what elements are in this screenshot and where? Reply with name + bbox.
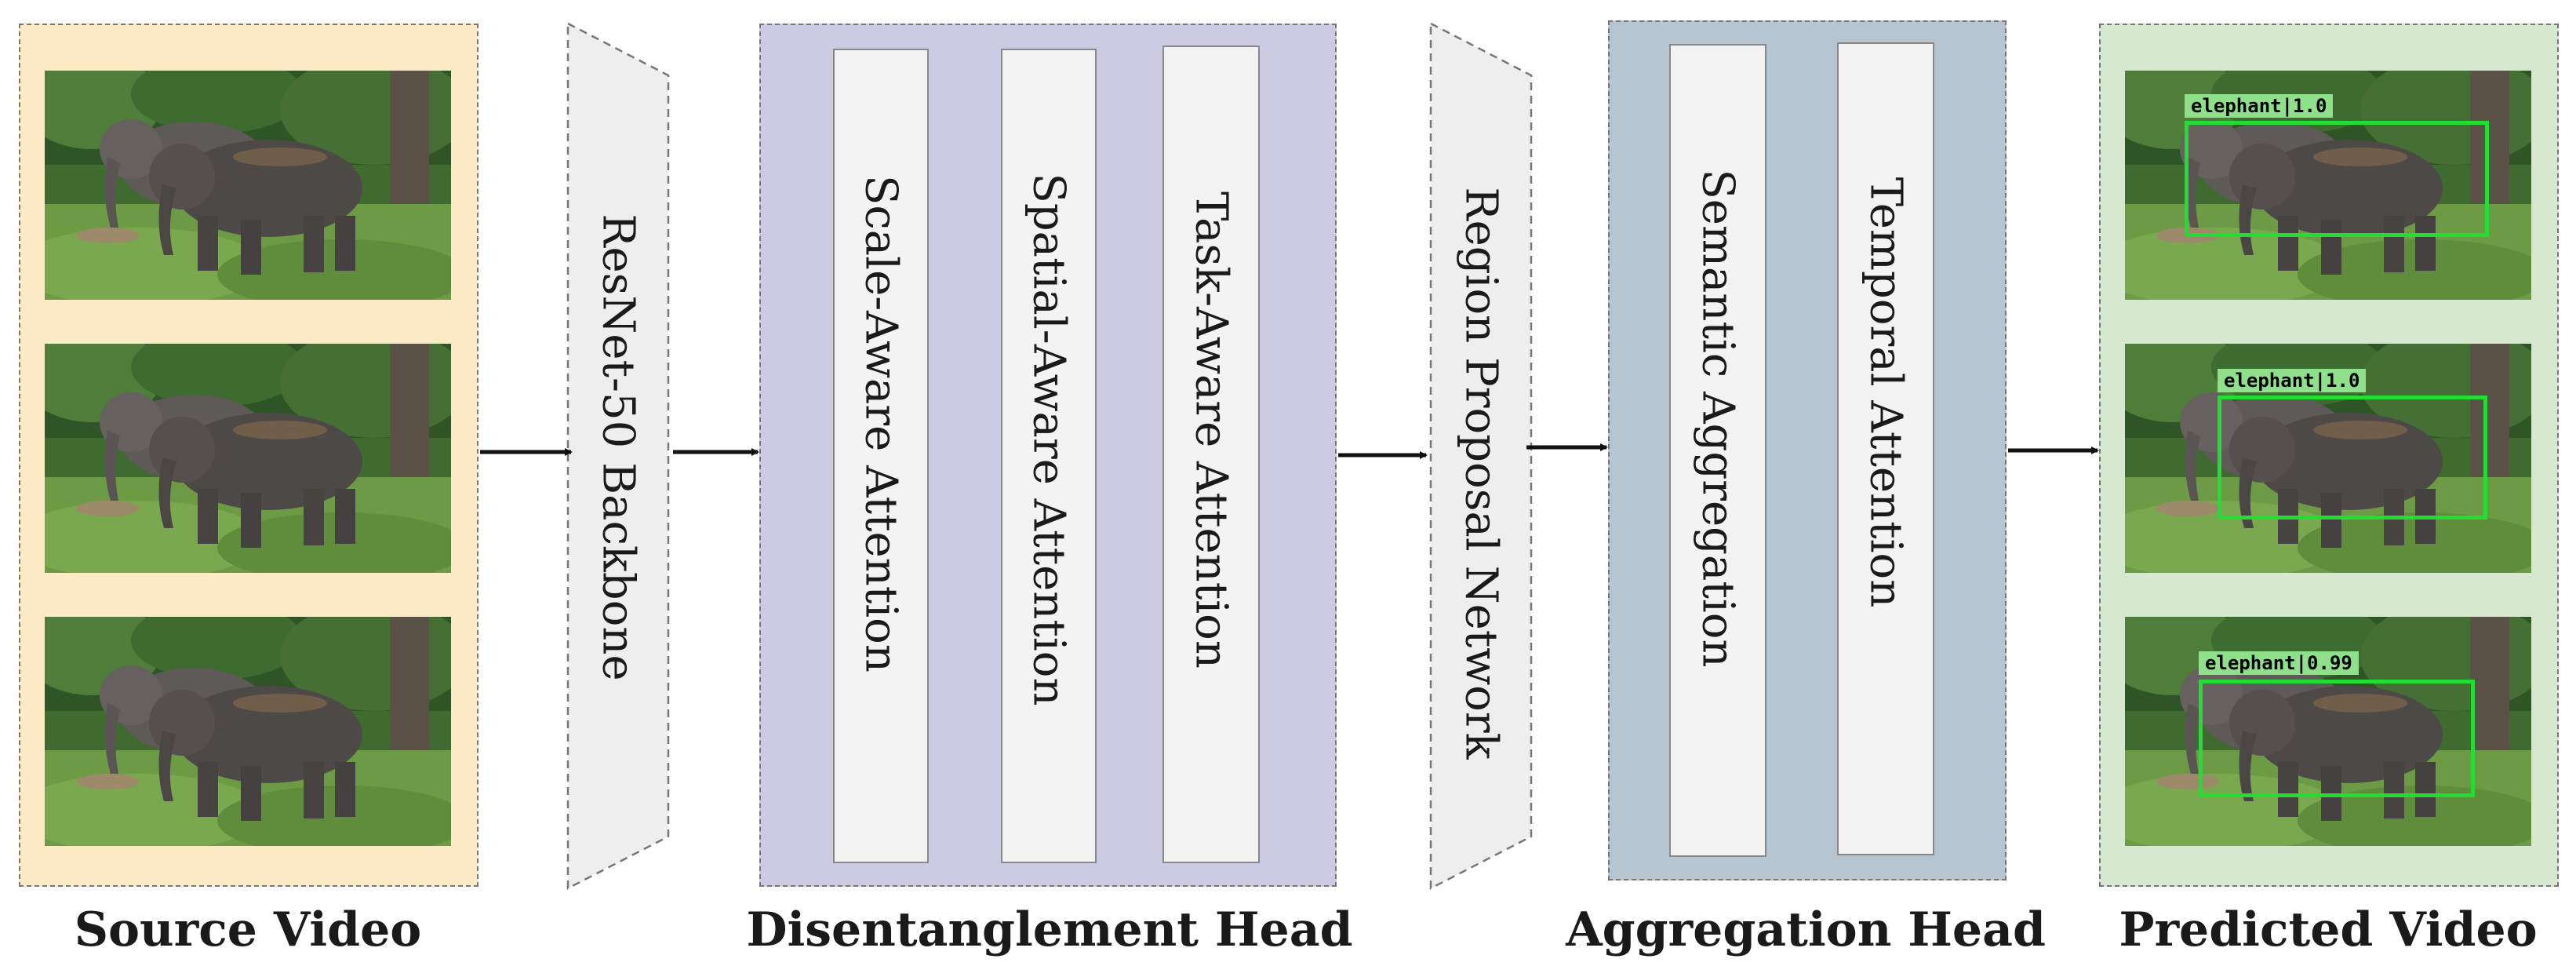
predicted-video-caption: Predicted Video xyxy=(2119,902,2538,957)
scale-aware-attention-block: Scale-Aware Attention xyxy=(833,49,929,863)
source-frame xyxy=(45,71,451,300)
source-video-panel xyxy=(19,24,478,887)
predicted-video-panel: elephant|1.0 elephant|1.0 elephant|0.99 xyxy=(2099,24,2559,887)
predicted-frame: elephant|1.0 xyxy=(2125,344,2531,573)
aggregation-head-panel: Semantic Aggregation Temporal Attention xyxy=(1608,20,2007,880)
detection-box xyxy=(2185,121,2489,237)
detection-label: elephant|0.99 xyxy=(2199,651,2359,675)
detection-box xyxy=(2199,680,2475,797)
aggregation-head-caption: Aggregation Head xyxy=(1566,902,2046,957)
temporal-attention-block: Temporal Attention xyxy=(1837,42,1934,855)
disentanglement-head-panel: Scale-Aware Attention Spatial-Aware Atte… xyxy=(759,24,1337,887)
source-video-caption: Source Video xyxy=(74,902,422,957)
detection-box xyxy=(2218,396,2487,519)
source-frame xyxy=(45,617,451,846)
backbone-block xyxy=(566,21,670,891)
disentanglement-head-caption: Disentanglement Head xyxy=(746,902,1353,957)
detection-label: elephant|1.0 xyxy=(2185,94,2334,118)
task-aware-attention-block: Task-Aware Attention xyxy=(1162,46,1260,863)
predicted-frame: elephant|0.99 xyxy=(2125,617,2531,846)
spatial-aware-attention-block: Spatial-Aware Attention xyxy=(1001,49,1097,863)
predicted-frame: elephant|1.0 xyxy=(2125,71,2531,300)
rpn-block xyxy=(1429,21,1533,891)
semantic-aggregation-block: Semantic Aggregation xyxy=(1669,44,1766,857)
source-frame xyxy=(45,344,451,573)
detection-label: elephant|1.0 xyxy=(2218,369,2367,392)
